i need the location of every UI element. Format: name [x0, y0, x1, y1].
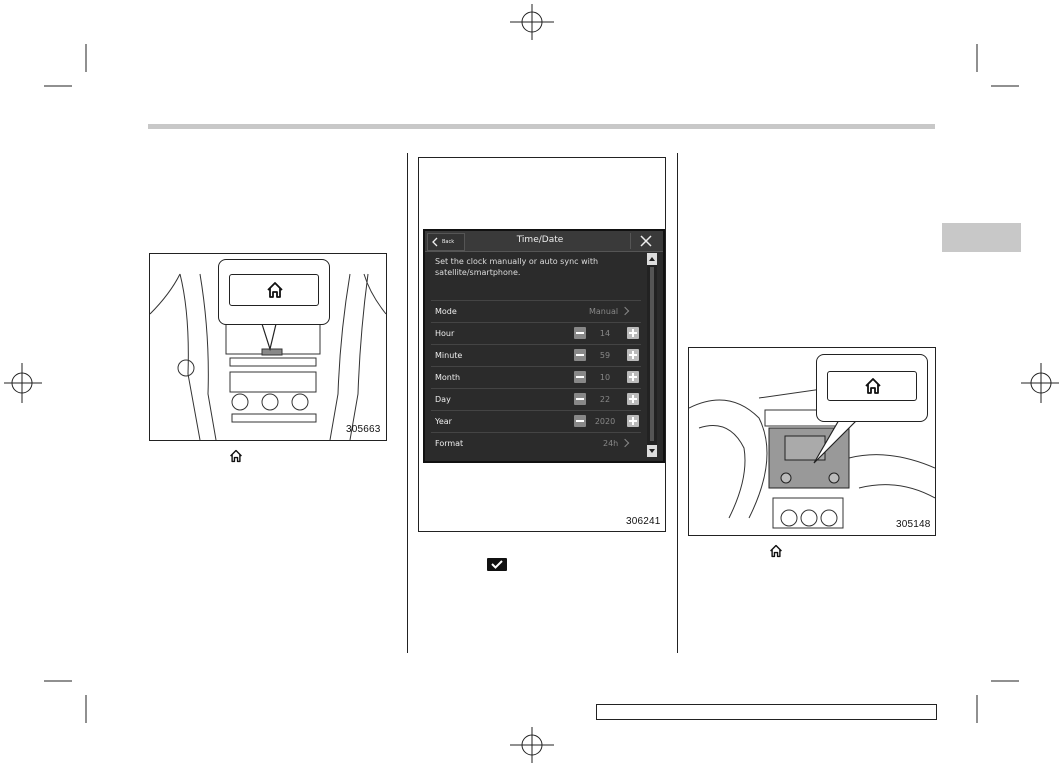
row-value: 14 — [599, 329, 611, 338]
screen-header: Back Time/Date — [425, 231, 663, 252]
callout-box — [816, 354, 928, 422]
home-icon — [770, 544, 782, 558]
increment-button[interactable] — [627, 349, 639, 361]
home-icon — [865, 378, 881, 394]
row-label: Format — [435, 439, 464, 448]
decrement-button[interactable] — [574, 327, 586, 339]
setting-row-hour: Hour 14 — [431, 322, 641, 345]
row-value: 2020 — [594, 417, 616, 426]
row-value: 59 — [599, 351, 611, 360]
section-tab — [942, 223, 1021, 252]
setting-row-format[interactable]: Format 24h — [431, 432, 641, 455]
figure-number: 305148 — [896, 519, 931, 530]
increment-button[interactable] — [627, 371, 639, 383]
close-button[interactable] — [630, 233, 661, 249]
increment-button[interactable] — [627, 327, 639, 339]
row-label: Hour — [435, 329, 455, 338]
chevron-right-icon — [620, 438, 630, 448]
column-divider — [677, 153, 678, 653]
row-value: 10 — [599, 373, 611, 382]
back-label: Back — [442, 239, 455, 245]
home-button-outline — [229, 274, 319, 306]
scroll-track[interactable] — [650, 267, 654, 441]
row-label: Minute — [435, 351, 463, 360]
close-icon — [640, 235, 652, 247]
figure-number: 305663 — [346, 424, 381, 435]
screen-description: Set the clock manually or auto sync with… — [435, 257, 599, 277]
row-value: 22 — [599, 395, 611, 404]
row-value: 24h — [603, 439, 619, 448]
setting-row-mode[interactable]: Mode Manual — [431, 300, 641, 323]
chevron-right-icon — [620, 306, 630, 316]
increment-button[interactable] — [627, 393, 639, 405]
header-band — [148, 124, 935, 129]
time-date-screen: Back Time/Date Set the clock manually or… — [423, 229, 665, 463]
callout-box — [218, 259, 330, 325]
arrow-down-icon — [649, 449, 655, 453]
setting-row-minute: Minute 59 — [431, 344, 641, 367]
row-label: Year — [435, 417, 452, 426]
home-icon — [267, 282, 283, 298]
row-label: Day — [435, 395, 451, 404]
scrollbar[interactable] — [647, 253, 657, 457]
increment-button[interactable] — [627, 415, 639, 427]
setting-row-day: Day 22 — [431, 388, 641, 411]
checkmark-icon — [487, 558, 507, 571]
back-button[interactable]: Back — [427, 233, 465, 251]
row-label: Month — [435, 373, 461, 382]
arrow-up-icon — [649, 257, 655, 261]
decrement-button[interactable] — [574, 371, 586, 383]
setting-row-month: Month 10 — [431, 366, 641, 389]
home-button-outline — [827, 371, 917, 401]
figure-right: 305148 — [688, 347, 936, 536]
home-icon — [230, 449, 242, 463]
figure-left: 305663 — [149, 253, 387, 441]
figure-number: 306241 — [626, 516, 661, 527]
decrement-button[interactable] — [574, 349, 586, 361]
scroll-up-button[interactable] — [647, 253, 657, 265]
scroll-down-button[interactable] — [647, 445, 657, 457]
back-arrow-icon — [432, 237, 438, 247]
setting-row-year: Year 2020 — [431, 410, 641, 433]
decrement-button[interactable] — [574, 393, 586, 405]
dashboard-illustration — [689, 387, 935, 529]
screen-title: Time/Date — [516, 235, 564, 245]
footer-box — [596, 704, 937, 720]
row-value: Manual — [589, 307, 619, 316]
column-divider — [407, 153, 408, 653]
row-label: Mode — [435, 307, 457, 316]
decrement-button[interactable] — [574, 415, 586, 427]
